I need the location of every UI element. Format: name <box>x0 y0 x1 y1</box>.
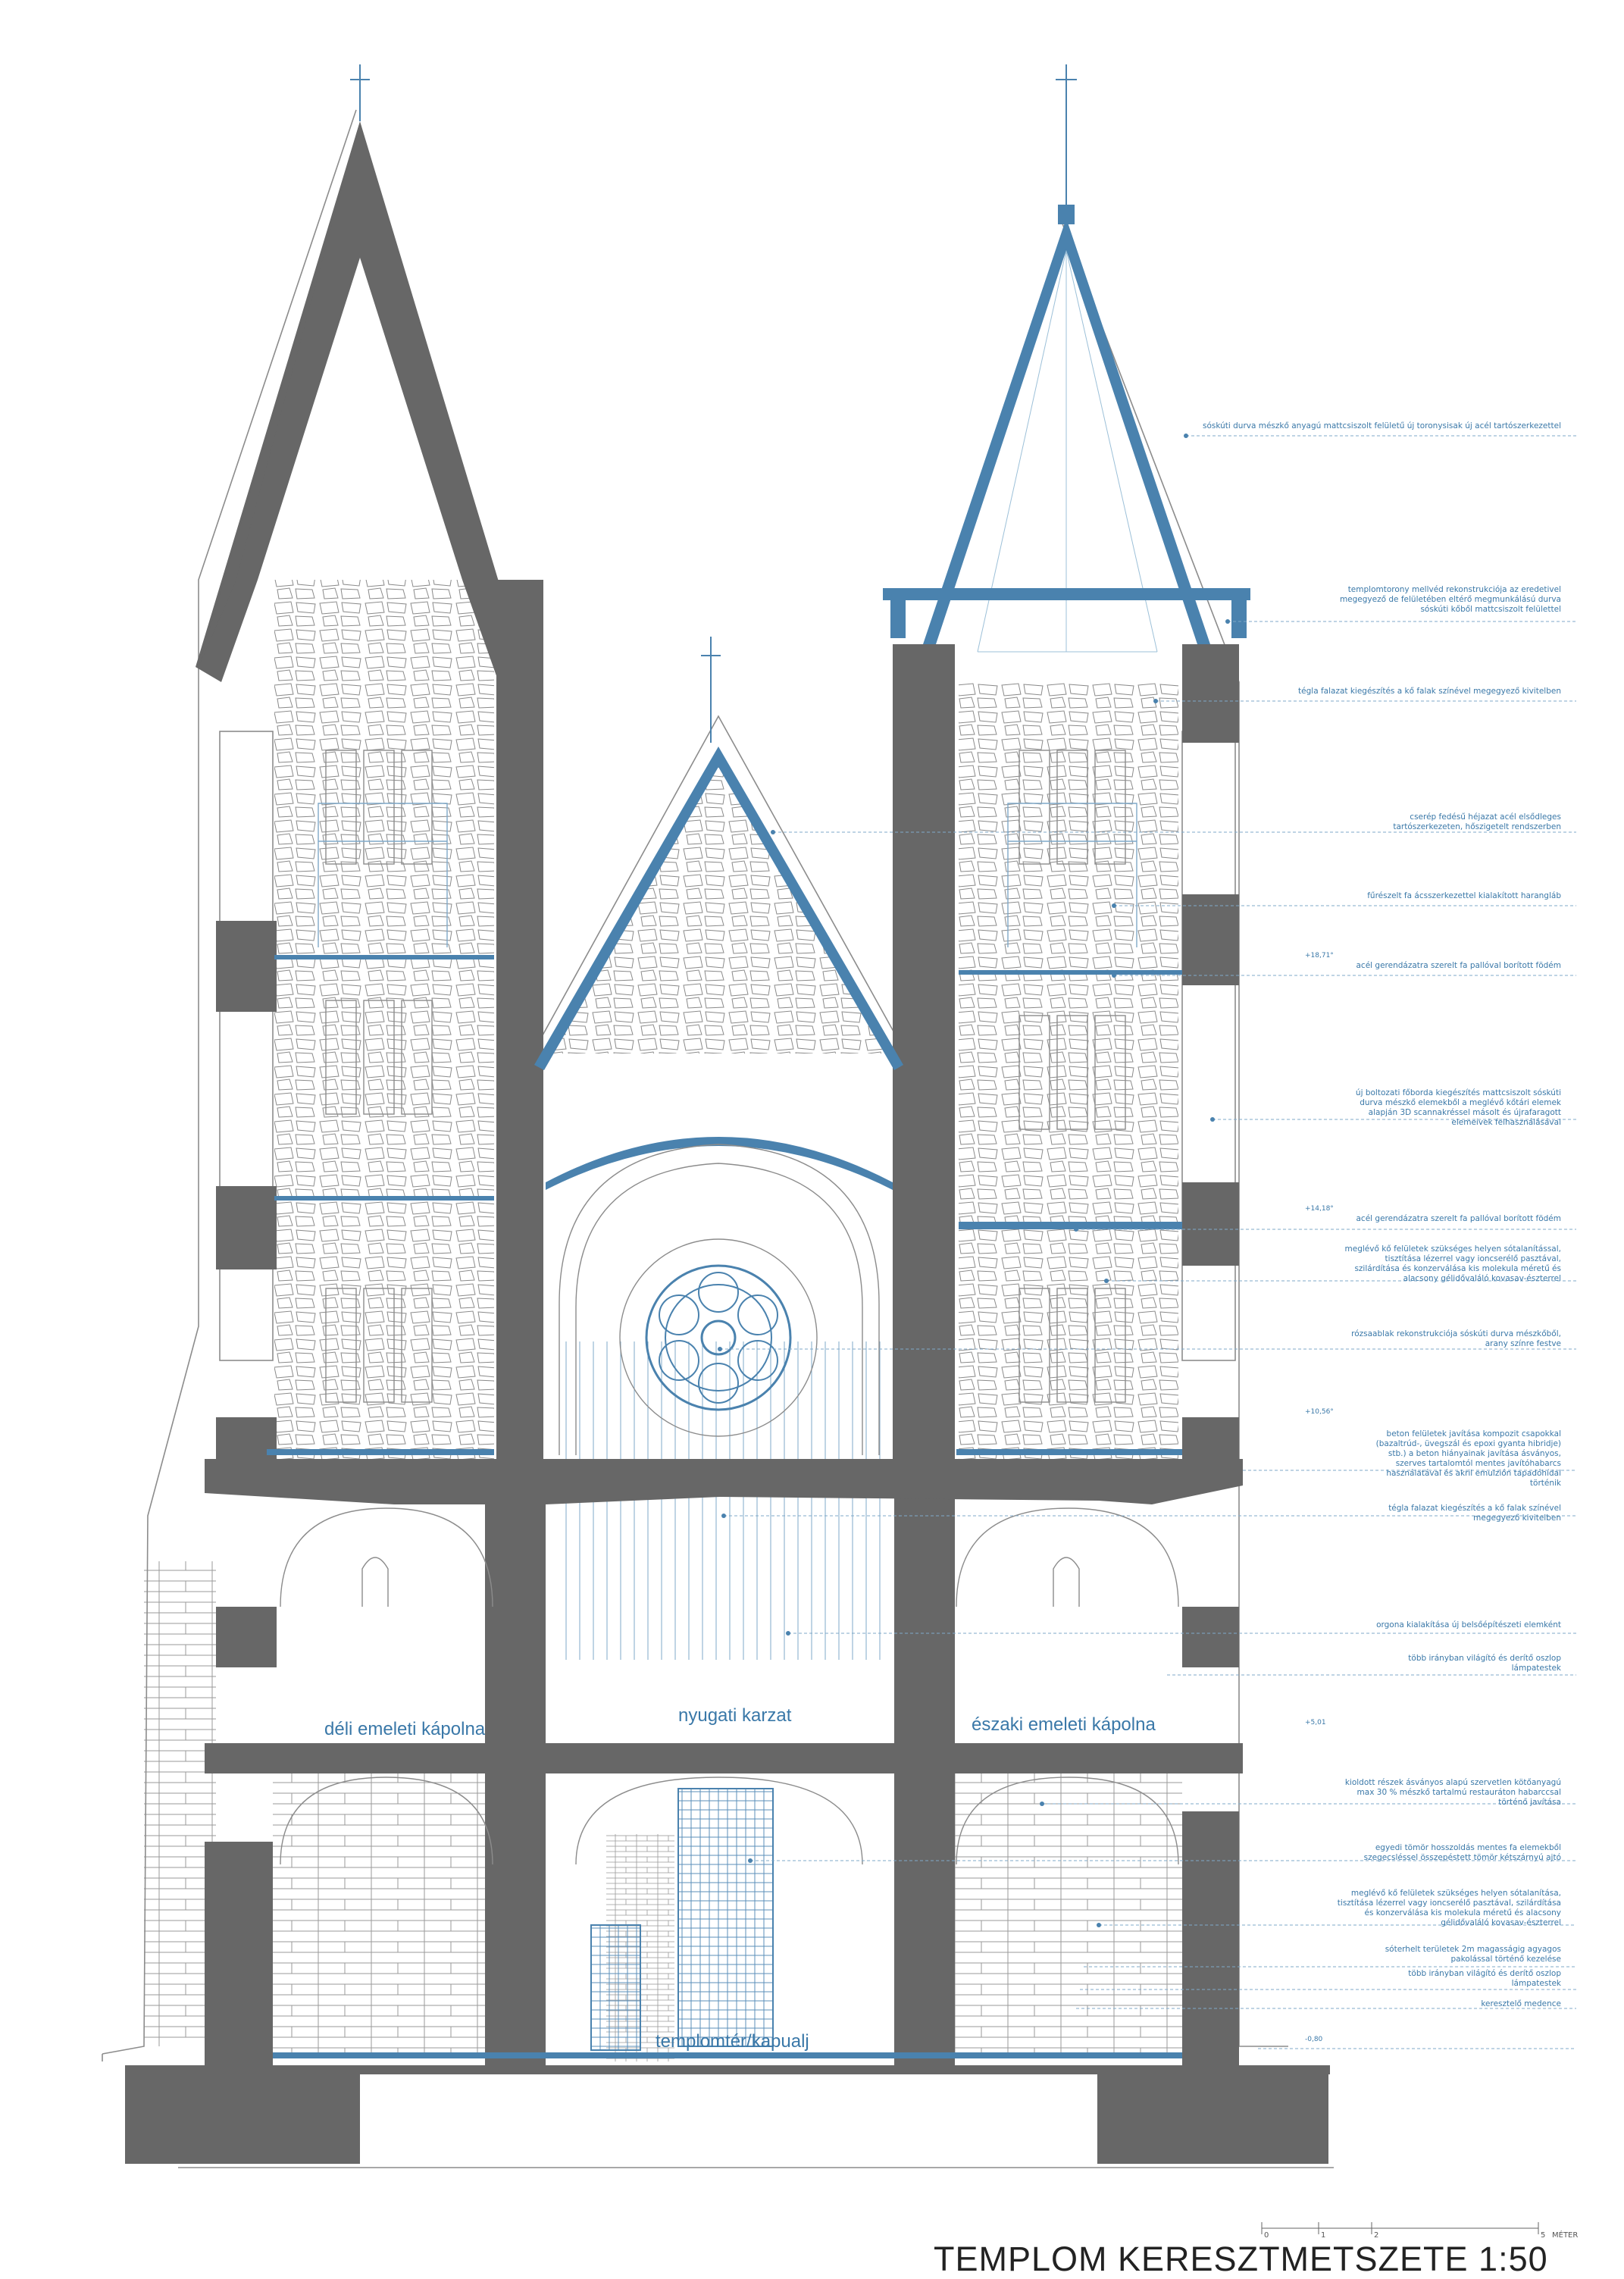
side-door <box>590 1924 641 2051</box>
level-marker-14-18: +14,18° <box>1305 1205 1334 1213</box>
left-tower-outer-wall <box>216 921 277 1012</box>
new-elements <box>267 205 1250 2058</box>
crosses <box>350 64 1077 743</box>
annotation-stone-conservation: meglévő kő felületek szükséges helyen só… <box>1344 1244 1561 1283</box>
scale-tick-1: 1 <box>1321 2231 1326 2240</box>
level-marker-10-56: +10,56° <box>1305 1408 1334 1416</box>
annotation-stone-conservation-lower: meglévő kő felületek szükséges helyen só… <box>1337 1889 1561 1927</box>
scale-tick-2: 2 <box>1374 2231 1379 2240</box>
level-marker-18-71: +18,71° <box>1305 952 1334 959</box>
annotation-mortar-repair: kioldott részek ásványos alapú szervetle… <box>1344 1778 1561 1807</box>
south-foundation <box>125 2073 360 2164</box>
annotation-vault-rib: új boltozati főborda kiegészítés mattcsi… <box>1355 1088 1561 1127</box>
annotation-salt-treatment: sóterhelt területek 2m magasságig agyago… <box>1385 1945 1561 1964</box>
level-marker-5-01: +5,01 <box>1305 1719 1326 1726</box>
scale-unit: MÉTER <box>1552 2231 1579 2240</box>
annotation-parapet: templomtorony mellvéd rekonstrukciója az… <box>1339 585 1561 614</box>
ground-floor-slab <box>205 1743 1243 1773</box>
chapel-arches <box>280 1507 1179 1865</box>
annotation-rose-window: rózsaablak rekonstrukciója sóskúti durva… <box>1351 1329 1561 1348</box>
lower-masonry-left <box>273 1751 515 2054</box>
portal-door <box>677 1788 774 2047</box>
annotation-floor-middle: acél gerendázatra szerelt fa pallóval bo… <box>1356 1214 1562 1223</box>
scale-tick-0: 0 <box>1264 2231 1269 2240</box>
annotation-brick-infill-2: tégla falazat kiegészítés a kő falak szí… <box>1388 1504 1561 1523</box>
leader-dots <box>718 434 1230 1927</box>
gallery-floor-slab <box>205 1459 1243 1504</box>
spire-frame-lines <box>977 249 1158 653</box>
annotation-belfry: fűrészelt fa ácsszerkezettel kialakított… <box>1367 891 1561 900</box>
annotation-wooden-door: egyedi tömör hosszoldás mentes fa elemek… <box>1363 1843 1561 1862</box>
section-cut-walls <box>125 121 1330 2164</box>
bell-frames <box>318 803 1137 947</box>
right-tower-outer-wall <box>1182 644 1239 743</box>
room-label-north-chapel: északi emeleti kápolna <box>972 1714 1156 1735</box>
annotation-organ: orgona kialakítása új belsőépítészeti el… <box>1376 1620 1561 1629</box>
room-label-nave-porch: templomtér/kapualj <box>656 2031 809 2052</box>
room-label-south-chapel: déli emeleti kápolna <box>324 1719 486 1739</box>
tower-windows <box>325 750 1126 1403</box>
annotation-brick-infill: tégla falazat kiegészítés a kő falak szí… <box>1298 687 1561 696</box>
right-tower-masonry <box>959 682 1178 1463</box>
outer-buttress-masonry <box>144 1561 216 2046</box>
leader-lines <box>720 435 1576 2049</box>
annotation-baptismal-font: keresztelő medence <box>1481 1999 1561 2008</box>
left-tower-inner-wall <box>496 580 543 1565</box>
gable-masonry <box>546 762 890 1053</box>
right-parapet <box>883 588 1250 600</box>
right-tower-inner-wall <box>893 644 955 1493</box>
scale-bar <box>1261 2222 1539 2234</box>
left-spire-outer <box>199 121 360 667</box>
north-foundation <box>1097 2073 1328 2164</box>
level-marker-minus-0-80: -0,80 <box>1305 2036 1323 2043</box>
left-tower-masonry <box>274 580 494 1463</box>
scale-tick-5: 5 <box>1541 2231 1546 2240</box>
rose-window-surround <box>559 1144 880 1455</box>
annotation-new-spire: sóskúti durva mészkő anyagú mattcsiszolt… <box>1202 421 1561 430</box>
rose-window <box>645 1264 792 1411</box>
room-label-west-gallery: nyugati karzat <box>678 1705 792 1726</box>
annotation-concrete-repair: beton felületek javítása kompozit csapok… <box>1375 1429 1561 1488</box>
lower-masonry-right <box>917 1751 1182 2054</box>
vault-rib <box>546 1137 893 1190</box>
ground-floor-new <box>273 2052 1182 2058</box>
drawing-title: TEMPLOM KERESZTMETSZETE 1:50 <box>934 2240 1548 2278</box>
left-spire <box>196 121 524 682</box>
annotation-floor-upper: acél gerendázatra szerelt fa pallóval bo… <box>1356 961 1562 970</box>
